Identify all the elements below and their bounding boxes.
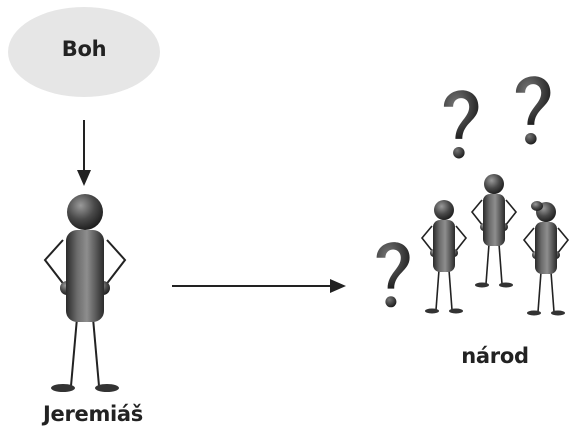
people-label: národ (461, 344, 529, 368)
god-ellipse (8, 7, 160, 97)
people-figure-icon (421, 199, 467, 315)
question-mark-icon (443, 90, 479, 159)
arrow-down (77, 120, 91, 186)
god-label: Boh (61, 37, 107, 61)
people-figure-icon (523, 201, 569, 317)
prophet-figure-icon (44, 193, 126, 393)
people-figure-icon (471, 173, 517, 289)
question-mark-icon (376, 242, 410, 308)
prophet-label: Jeremiáš (42, 402, 143, 426)
question-mark-icon (515, 76, 551, 145)
arrow-right (172, 279, 346, 293)
